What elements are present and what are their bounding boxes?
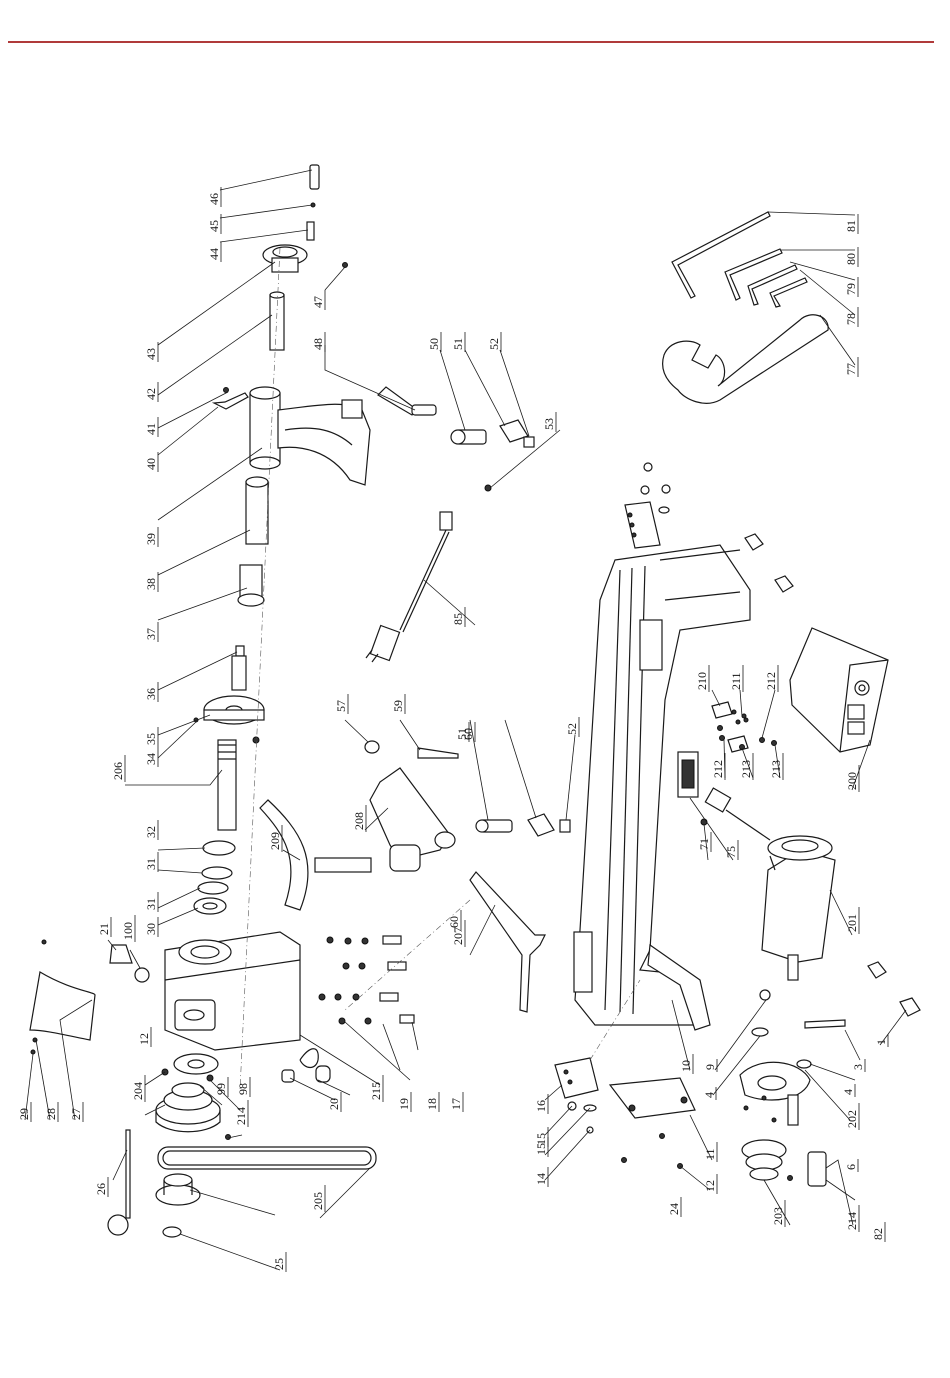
callout-212: 212 bbox=[711, 760, 725, 778]
callout-46: 46 bbox=[207, 193, 221, 205]
callout-215: 215 bbox=[369, 1082, 383, 1100]
wrench-part bbox=[663, 315, 828, 403]
callout-211: 211 bbox=[729, 672, 743, 690]
callout-213: 213 bbox=[769, 760, 783, 778]
callout-18: 18 bbox=[425, 1098, 439, 1110]
callout-31: 31 bbox=[144, 898, 158, 910]
callout-25: 25 bbox=[272, 1258, 286, 1270]
hex-key-part bbox=[672, 212, 807, 307]
callout-14: 14 bbox=[534, 1173, 548, 1185]
callout-57: 57 bbox=[334, 700, 348, 712]
callout-3: 3 bbox=[851, 1064, 865, 1070]
callout-1: 1 bbox=[874, 1039, 888, 1045]
callout-202: 202 bbox=[845, 1110, 859, 1128]
callout-39: 39 bbox=[144, 533, 158, 545]
callout-60: 60 bbox=[447, 916, 461, 928]
callout-12: 12 bbox=[703, 1180, 717, 1192]
motor-mount-group bbox=[740, 990, 845, 1186]
callout-30: 30 bbox=[144, 923, 158, 935]
callout-82: 82 bbox=[871, 1228, 885, 1240]
callout-77: 77 bbox=[844, 363, 858, 375]
leader-lines bbox=[25, 170, 906, 1270]
callout-75: 75 bbox=[724, 846, 738, 858]
callout-17: 17 bbox=[449, 1098, 463, 1110]
callout-10: 10 bbox=[679, 1060, 693, 1072]
tool-rest-group bbox=[260, 420, 570, 1012]
callout-19: 19 bbox=[397, 1098, 411, 1110]
callout-47: 47 bbox=[311, 296, 325, 308]
callout-81: 81 bbox=[844, 220, 858, 232]
callout-11: 11 bbox=[703, 1148, 717, 1160]
callout-212: 212 bbox=[764, 672, 778, 690]
callout-209: 209 bbox=[268, 832, 282, 850]
callout-52: 52 bbox=[487, 338, 501, 350]
callout-15: 15 bbox=[534, 1133, 548, 1145]
callout-41: 41 bbox=[144, 423, 158, 435]
callout-16: 16 bbox=[534, 1100, 548, 1112]
lathe-bed-part bbox=[574, 463, 793, 1030]
switch-hardware bbox=[678, 702, 777, 840]
callout-53: 53 bbox=[542, 418, 556, 430]
callout-26: 26 bbox=[94, 1183, 108, 1195]
callout-214: 214 bbox=[845, 1212, 859, 1230]
callout-31: 31 bbox=[144, 858, 158, 870]
callout-78: 78 bbox=[844, 313, 858, 325]
callout-214: 214 bbox=[234, 1107, 248, 1125]
callout-71: 71 bbox=[697, 838, 711, 850]
callout-24: 24 bbox=[667, 1203, 681, 1215]
callout-50: 50 bbox=[427, 338, 441, 350]
callout-213: 213 bbox=[739, 760, 753, 778]
callout-42: 42 bbox=[144, 388, 158, 400]
callout-34: 34 bbox=[144, 753, 158, 765]
end-bracket-plate bbox=[555, 1058, 695, 1169]
callout-21: 21 bbox=[97, 923, 111, 935]
callout-36: 36 bbox=[144, 688, 158, 700]
callout-20: 20 bbox=[327, 1098, 341, 1110]
callout-38: 38 bbox=[144, 578, 158, 590]
callout-52: 52 bbox=[565, 723, 579, 735]
callout-27: 27 bbox=[69, 1108, 83, 1120]
callout-100: 100 bbox=[121, 922, 135, 940]
callout-80: 80 bbox=[844, 253, 858, 265]
power-cord-part bbox=[366, 512, 452, 662]
callout-204: 204 bbox=[131, 1082, 145, 1100]
callout-28: 28 bbox=[44, 1108, 58, 1120]
pulley-belt-group bbox=[108, 1054, 376, 1237]
callout-48: 48 bbox=[311, 338, 325, 350]
callout-32: 32 bbox=[144, 826, 158, 838]
callout-205: 205 bbox=[311, 1192, 325, 1210]
callout-37: 37 bbox=[144, 628, 158, 640]
callout-206: 206 bbox=[111, 762, 125, 780]
callout-203: 203 bbox=[771, 1207, 785, 1225]
callout-40: 40 bbox=[144, 458, 158, 470]
callout-35: 35 bbox=[144, 733, 158, 745]
callout-208: 208 bbox=[352, 812, 366, 830]
callout-98: 98 bbox=[236, 1083, 250, 1095]
callout-200: 200 bbox=[845, 772, 859, 790]
callout-207: 207 bbox=[451, 927, 465, 945]
callout-labels: 1344691011121214151516171819202124252627… bbox=[17, 187, 888, 1272]
callout-29: 29 bbox=[17, 1108, 31, 1120]
control-box-part bbox=[790, 628, 888, 752]
callout-59: 59 bbox=[391, 700, 405, 712]
callout-99: 99 bbox=[214, 1083, 228, 1095]
callout-45: 45 bbox=[207, 220, 221, 232]
callout-201: 201 bbox=[845, 914, 859, 932]
callout-6: 6 bbox=[844, 1164, 858, 1170]
callout-60: 60 bbox=[461, 728, 475, 740]
callout-85: 85 bbox=[451, 613, 465, 625]
callout-4: 4 bbox=[841, 1089, 855, 1095]
callout-210: 210 bbox=[695, 672, 709, 690]
callout-9: 9 bbox=[703, 1064, 717, 1070]
motor-part bbox=[762, 836, 920, 1016]
callout-51: 51 bbox=[451, 338, 465, 350]
headstock-body bbox=[30, 932, 414, 1082]
callout-4: 4 bbox=[702, 1092, 716, 1098]
callout-43: 43 bbox=[144, 348, 158, 360]
callout-44: 44 bbox=[207, 248, 221, 260]
callout-79: 79 bbox=[844, 283, 858, 295]
callout-12: 12 bbox=[137, 1033, 151, 1045]
